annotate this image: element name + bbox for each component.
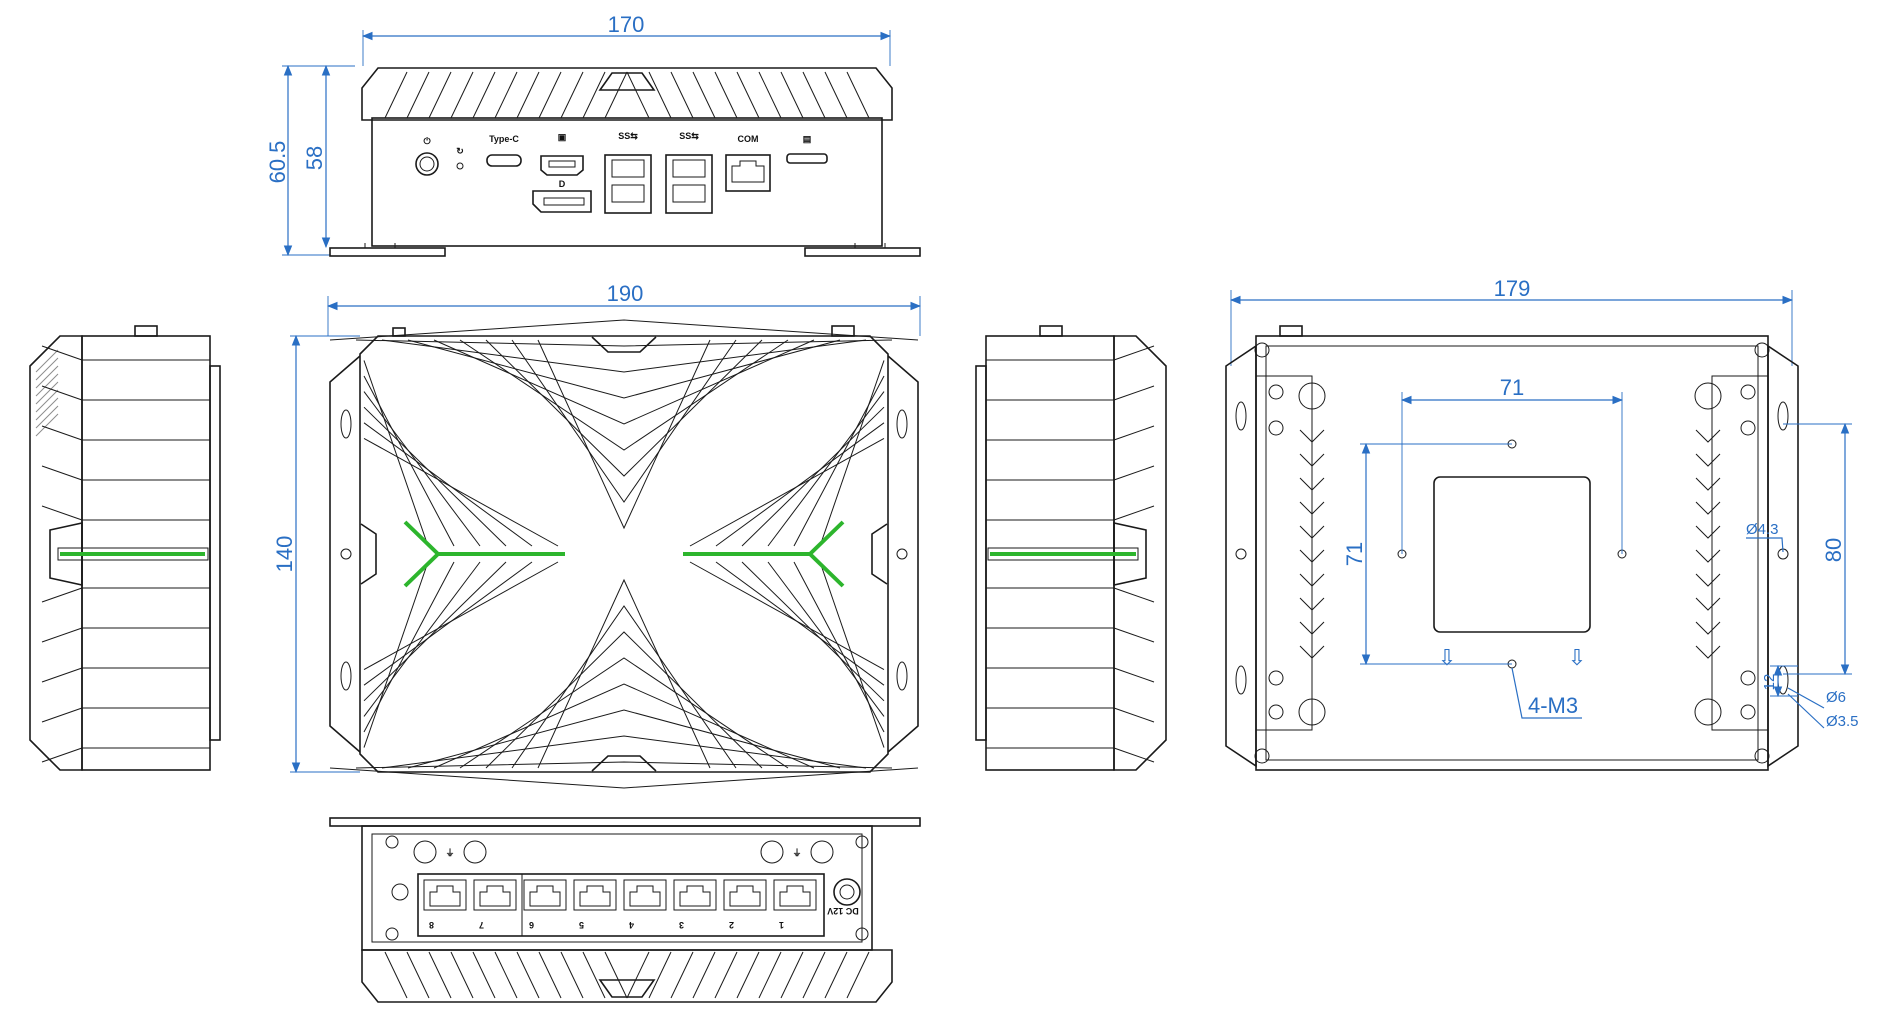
hole-dia-b: Ø6 [1826, 689, 1846, 706]
type-c-label: Type-C [489, 134, 519, 144]
slot-pitch-dim: 80 [1821, 538, 1846, 562]
lan-port-label: 8 [429, 920, 434, 930]
rear-view: ⏚ ⏚ 8 7 6 5 4 3 2 1 DC 12V [329, 817, 921, 1003]
lan-port: 7 [473, 879, 517, 930]
lan-port-label: 3 [679, 920, 684, 930]
top-view: 190 140 [272, 281, 922, 789]
reset-icon: ↻ [456, 146, 464, 156]
sim-icon: ▤ [803, 134, 812, 144]
lan-port-label: 2 [729, 920, 734, 930]
lan-port-label: 7 [479, 920, 484, 930]
left-side-view [29, 325, 221, 771]
top-depth-dim: 140 [272, 536, 297, 573]
front-height-outer-dim: 60.5 [265, 141, 290, 184]
bottom-view: 179 ⇩ ⇩ 71 71 4-M3 [1225, 276, 1859, 771]
ground-icon: ⏚ [445, 848, 454, 858]
usb3-icon: SS⇆ [679, 131, 699, 141]
arrow-down-icon: ⇩ [1568, 645, 1586, 670]
vesa-h-dim: 71 [1500, 375, 1524, 400]
bottom-width-dim: 179 [1494, 276, 1531, 301]
top-width-dim: 190 [607, 281, 644, 306]
hdmi-icon: ▣ [558, 132, 567, 142]
hole-dia-c: Ø3.5 [1826, 713, 1859, 730]
lan-port: 1 [773, 879, 817, 930]
lan-port: 8 [423, 879, 467, 930]
front-view: 170 60.5 58 ⏻ ↻ Type-C ▣ D [265, 12, 921, 257]
lan-port: 2 [723, 879, 767, 930]
front-width-dim: 170 [608, 12, 645, 37]
lan-port-label: 6 [529, 920, 534, 930]
hole-dia-a: Ø4.3 [1746, 521, 1779, 538]
displayport-icon: D [559, 179, 566, 189]
lan-port: 6 [523, 879, 567, 930]
lan-port: 4 [623, 879, 667, 930]
right-side-view [975, 325, 1167, 771]
lan-port: 3 [673, 879, 717, 930]
lan-port-label: 1 [779, 920, 784, 930]
power-icon: ⏻ [423, 136, 431, 146]
dc-label: DC 12V [827, 906, 859, 916]
screw-callout: 4-M3 [1528, 693, 1578, 718]
lan-port-label: 5 [579, 920, 584, 930]
vesa-v-dim: 71 [1342, 542, 1367, 566]
arrow-down-icon: ⇩ [1438, 645, 1456, 670]
lan-port: 5 [573, 879, 617, 930]
com-label: COM [738, 134, 759, 144]
slot-len-dim: 12 [1761, 674, 1778, 691]
ground-icon: ⏚ [792, 848, 801, 858]
usb3-icon: SS⇆ [618, 131, 638, 141]
lan-port-label: 4 [629, 920, 634, 930]
front-height-inner-dim: 58 [302, 146, 327, 170]
